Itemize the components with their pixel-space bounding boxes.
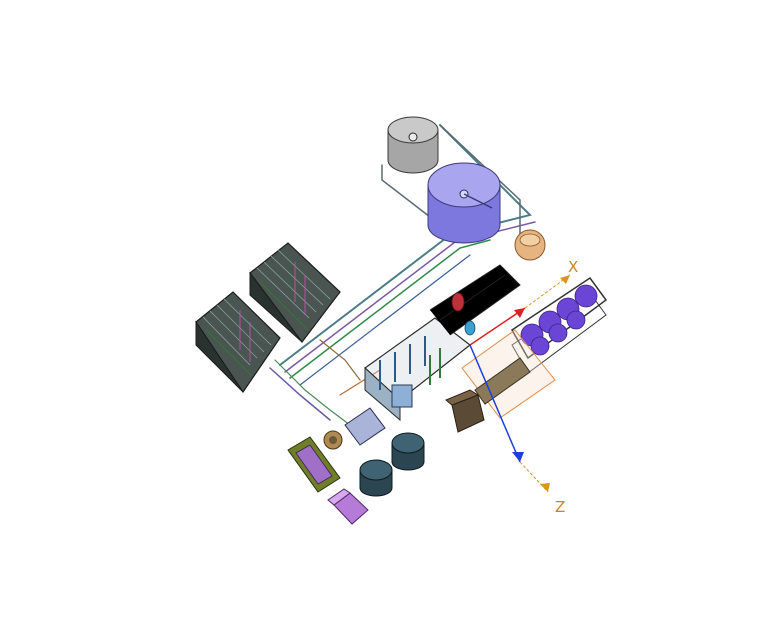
dark-teal-tanks[interactable] [359, 432, 425, 497]
gray-tank[interactable] [387, 116, 439, 174]
rack-module-right[interactable] [249, 242, 341, 343]
rack-module-left[interactable] [195, 291, 281, 394]
large-lavender-tank[interactable] [427, 162, 501, 244]
purple-vessel-skid[interactable] [511, 276, 608, 374]
selection-bounding-box [461, 329, 556, 419]
lavender-box[interactable] [327, 488, 369, 525]
x-axis-label: X [568, 258, 578, 276]
central-process-skid[interactable] [364, 264, 521, 422]
brown-box[interactable] [445, 389, 485, 433]
olive-tray[interactable] [287, 436, 341, 493]
small-orange-tank[interactable] [514, 229, 546, 261]
pump-cluster[interactable] [323, 407, 386, 450]
coordinate-triad: X Z [469, 258, 578, 516]
z-axis-label: Z [555, 498, 565, 516]
